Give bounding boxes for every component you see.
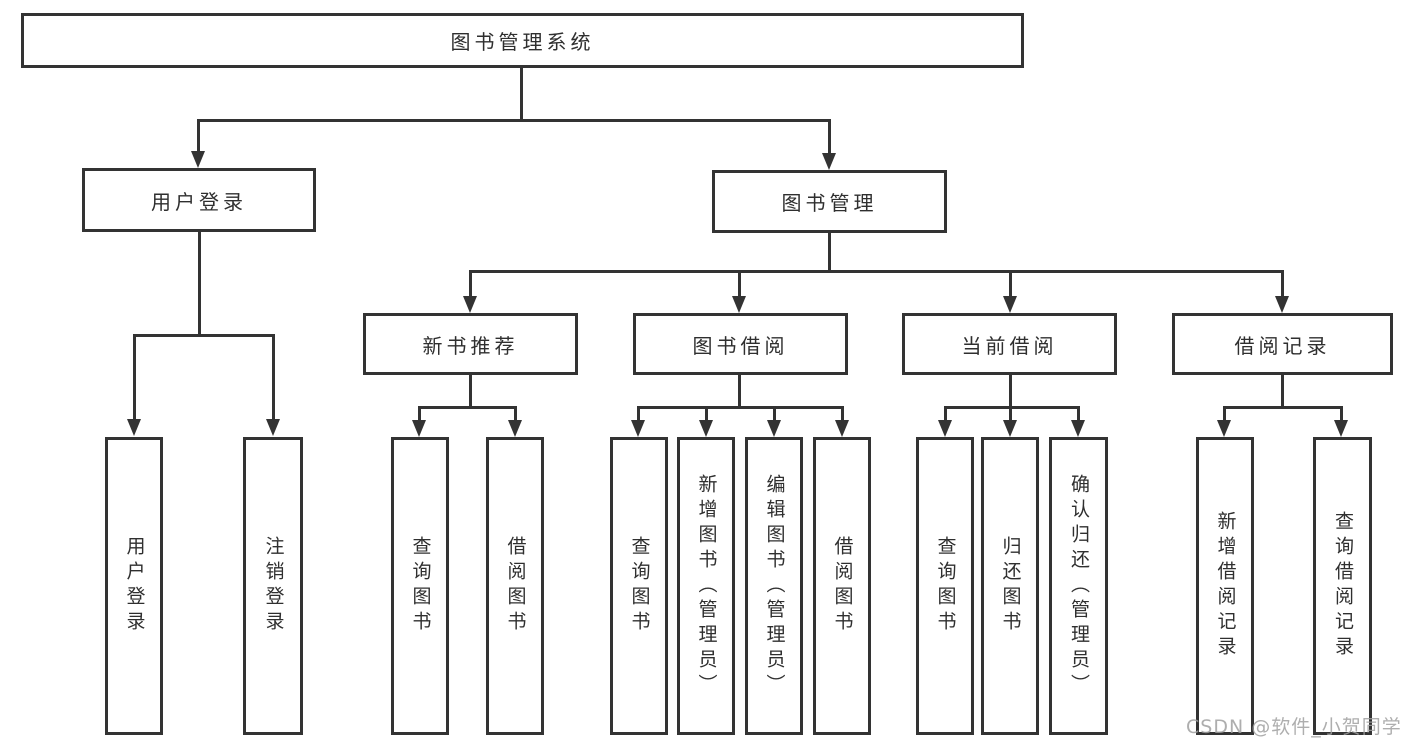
connector-user-login-hline bbox=[133, 334, 275, 337]
connector-stem bbox=[514, 406, 517, 420]
connector-stem-user-login bbox=[197, 119, 200, 151]
connector-stem bbox=[773, 406, 776, 420]
connector-new-book-hline bbox=[418, 406, 517, 409]
arrow-down-icon bbox=[1003, 296, 1017, 313]
connector-current-trunk bbox=[1009, 375, 1012, 409]
connector-stem bbox=[133, 334, 136, 419]
connector-stem bbox=[1009, 270, 1012, 296]
arrow-down-icon bbox=[767, 420, 781, 437]
node-borrowing-records: 借阅记录 bbox=[1172, 313, 1393, 375]
arrow-down-icon bbox=[191, 151, 205, 168]
connector-stem bbox=[705, 406, 708, 420]
connector-root-hline bbox=[197, 119, 831, 122]
arrow-down-icon bbox=[1003, 420, 1017, 437]
connector-new-book-trunk bbox=[469, 375, 472, 409]
connector-stem bbox=[637, 406, 640, 420]
connector-stem bbox=[738, 270, 741, 296]
connector-current-hline bbox=[944, 406, 1080, 409]
connector-stem bbox=[1281, 270, 1284, 296]
leaf-edit-books-admin: 编辑图书（管理员） bbox=[745, 437, 803, 735]
leaf-borrow-books: 借阅图书 bbox=[813, 437, 871, 735]
leaf-label: 新增借阅记录 bbox=[1214, 511, 1237, 661]
leaf-label: 借阅图书 bbox=[831, 536, 854, 636]
connector-user-login-trunk bbox=[198, 232, 201, 336]
node-user-login: 用户登录 bbox=[82, 168, 316, 232]
connector-stem bbox=[841, 406, 844, 420]
leaf-label: 确认归还（管理员） bbox=[1068, 473, 1090, 699]
leaf-label: 查询图书 bbox=[628, 536, 651, 636]
arrow-down-icon bbox=[463, 296, 477, 313]
connector-records-trunk bbox=[1281, 375, 1284, 409]
connector-root-trunk bbox=[520, 68, 523, 121]
leaf-label: 借阅图书 bbox=[504, 536, 527, 636]
arrow-down-icon bbox=[938, 420, 952, 437]
leaf-label: 查询图书 bbox=[409, 536, 432, 636]
connector-stem bbox=[272, 334, 275, 419]
arrow-down-icon bbox=[412, 420, 426, 437]
connector-stem bbox=[469, 270, 472, 296]
leaf-label: 编辑图书（管理员） bbox=[763, 473, 786, 699]
arrow-down-icon bbox=[699, 420, 713, 437]
leaf-query-books-borrowing: 查询图书 bbox=[610, 437, 668, 735]
node-current-borrowing: 当前借阅 bbox=[902, 313, 1117, 375]
connector-book-management-hline bbox=[469, 270, 1283, 273]
connector-records-hline bbox=[1223, 406, 1343, 409]
connector-stem-book-management bbox=[828, 119, 831, 153]
leaf-logout: 注销登录 bbox=[243, 437, 303, 735]
arrow-down-icon bbox=[1217, 420, 1231, 437]
arrow-down-icon bbox=[732, 296, 746, 313]
arrow-down-icon bbox=[266, 419, 280, 436]
connector-stem bbox=[1077, 406, 1080, 420]
arrow-down-icon bbox=[1071, 420, 1085, 437]
node-book-borrowing: 图书借阅 bbox=[633, 313, 848, 375]
connector-stem bbox=[1009, 406, 1012, 420]
connector-borrowing-trunk bbox=[738, 375, 741, 409]
arrow-down-icon bbox=[508, 420, 522, 437]
csdn-watermark: CSDN @软件_小贺同学 bbox=[1186, 716, 1402, 738]
leaf-confirm-return-admin: 确认归还（管理员） bbox=[1049, 437, 1108, 735]
leaf-label: 注销登录 bbox=[262, 536, 285, 636]
arrow-down-icon bbox=[631, 420, 645, 437]
leaf-label: 查询图书 bbox=[934, 536, 957, 636]
arrow-down-icon bbox=[1334, 420, 1348, 437]
connector-borrowing-hline bbox=[637, 406, 844, 409]
leaf-label: 新增图书（管理员） bbox=[695, 473, 718, 699]
leaf-label: 归还图书 bbox=[999, 536, 1022, 636]
leaf-add-books-admin: 新增图书（管理员） bbox=[677, 437, 735, 735]
leaf-query-books-current: 查询图书 bbox=[916, 437, 974, 735]
connector-book-management-trunk bbox=[828, 233, 831, 273]
leaf-return-books: 归还图书 bbox=[981, 437, 1039, 735]
leaf-query-books-recommend: 查询图书 bbox=[391, 437, 449, 735]
arrow-down-icon bbox=[127, 419, 141, 436]
leaf-add-borrow-record: 新增借阅记录 bbox=[1196, 437, 1254, 735]
arrow-down-icon bbox=[822, 153, 836, 170]
arrow-down-icon bbox=[835, 420, 849, 437]
node-book-management-system: 图书管理系统 bbox=[21, 13, 1024, 68]
connector-stem bbox=[1340, 406, 1343, 420]
leaf-label: 用户登录 bbox=[123, 536, 146, 636]
connector-stem bbox=[944, 406, 947, 420]
leaf-query-borrow-record: 查询借阅记录 bbox=[1313, 437, 1372, 735]
leaf-borrow-books-recommend: 借阅图书 bbox=[486, 437, 544, 735]
arrow-down-icon bbox=[1275, 296, 1289, 313]
connector-stem bbox=[418, 406, 421, 420]
leaf-user-login: 用户登录 bbox=[105, 437, 163, 735]
node-book-management: 图书管理 bbox=[712, 170, 947, 233]
connector-stem bbox=[1223, 406, 1226, 420]
node-new-book-recommend: 新书推荐 bbox=[363, 313, 578, 375]
leaf-label: 查询借阅记录 bbox=[1332, 511, 1354, 661]
